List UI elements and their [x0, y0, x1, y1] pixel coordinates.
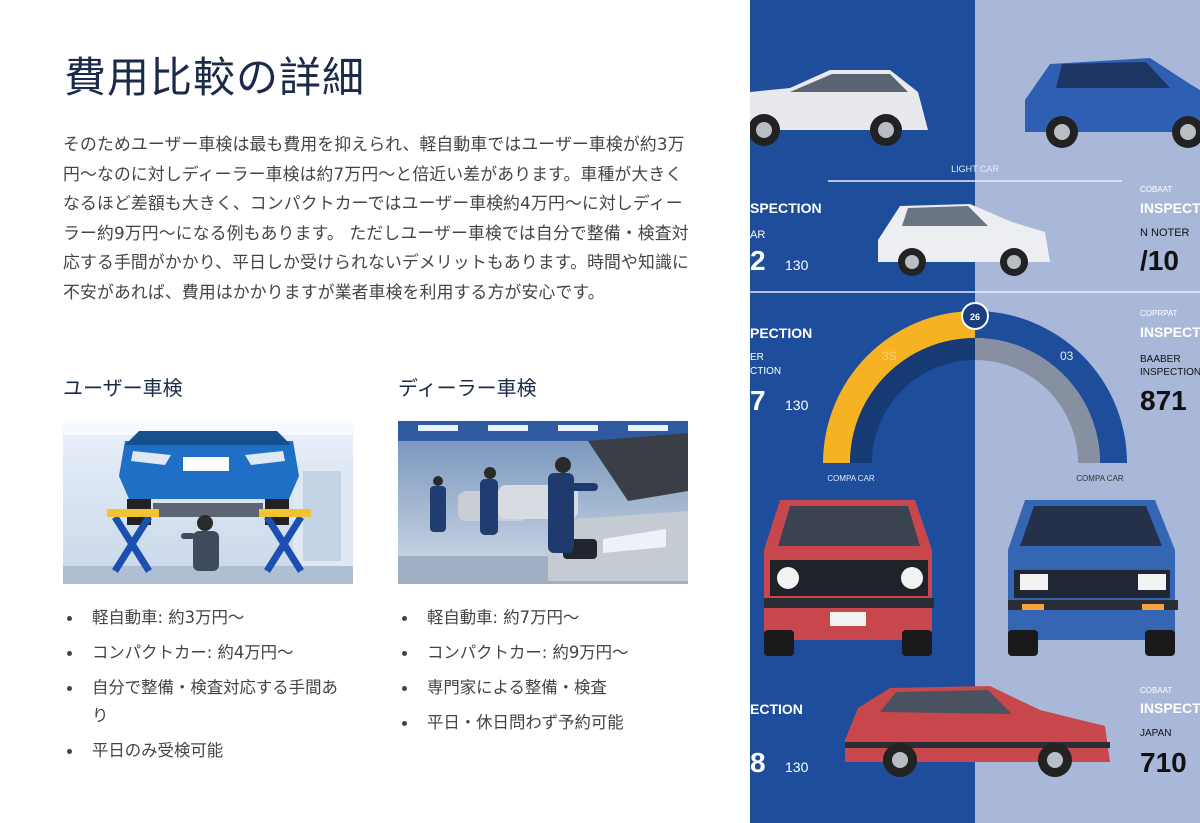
- row2-left-sub2: CTION: [750, 366, 781, 377]
- list-item: 専門家による整備・検査: [398, 674, 688, 702]
- list-item: 平日のみ受検可能: [63, 737, 353, 765]
- list-item: コンパクトカー: 約4万円〜: [63, 639, 353, 667]
- dealer-inspection-photo: [398, 421, 688, 584]
- row1-right-sub: N NOTER: [1140, 227, 1190, 239]
- row1-left-label: SPECTION: [750, 200, 822, 216]
- list-item: 平日・休日問わず予約可能: [398, 709, 688, 737]
- list-item: 軽自動車: 約7万円〜: [398, 604, 688, 632]
- row2-right-top: COPRPAT: [1140, 309, 1178, 318]
- gauge-left-value: 3S: [882, 349, 897, 363]
- row1-right-big: /10: [1140, 245, 1179, 276]
- user-inspection-photo: [63, 421, 353, 584]
- light-car-label: LIGHT CAR: [951, 164, 999, 174]
- dealer-inspection-list: 軽自動車: 約7万円〜 コンパクトカー: 約9万円〜 専門家による整備・検査 平…: [398, 604, 688, 744]
- dealer-inspection-column: ディーラー車検: [398, 372, 698, 732]
- hatchback-car-blue: [1025, 58, 1200, 148]
- user-inspection-heading: ユーザー車検: [63, 376, 183, 400]
- hatchback-car-gray: [750, 70, 928, 146]
- row2-right-big: 871: [1140, 385, 1187, 416]
- row1-left-big: 2: [750, 245, 766, 276]
- gauge-chart: [823, 302, 1127, 463]
- hatchback-car-white: [875, 190, 1075, 278]
- body-paragraph: そのためユーザー車検は最も費用を抑えられ、軽自動車ではユーザー車検が約3万円〜な…: [63, 134, 689, 302]
- row3-right-top: COBAAT: [1140, 686, 1172, 695]
- row2-right-label: INSPECTI: [1140, 324, 1200, 340]
- gauge-right-value: 03: [1060, 349, 1074, 363]
- row2-left-small: 130: [785, 397, 809, 413]
- sedan-car-red: [845, 686, 1110, 777]
- row2-left-label: PECTION: [750, 325, 812, 341]
- page-title: 費用比較の詳細: [64, 53, 366, 102]
- row3-right-big: 710: [1140, 747, 1187, 778]
- gauge-badge: 26: [970, 312, 980, 322]
- content-panel: 費用比較の詳細 そのためユーザー車検は最も費用を抑えられ、軽自動車ではユーザー車…: [63, 53, 698, 760]
- row1-right-label: INSPECTI: [1140, 200, 1200, 216]
- row3-right-sub: JAPAN: [1140, 728, 1172, 739]
- row3-right-label: INSPECTI: [1140, 700, 1200, 716]
- infographic-image: LIGHT CAR SPECTION AR 2 130 COBAAT INSPE…: [750, 0, 1200, 823]
- list-item: 軽自動車: 約3万円〜: [63, 604, 353, 632]
- compact-car-left-label: COMPA CAR: [827, 474, 875, 483]
- row2-right-sub2: INSPECTION: [1140, 367, 1200, 378]
- row2-left-sub1: ER: [750, 352, 764, 363]
- compact-car-right-label: COMPA CAR: [1076, 474, 1124, 483]
- row3-left-big: 8: [750, 747, 766, 778]
- row1-right-top: COBAAT: [1140, 185, 1172, 194]
- user-inspection-list: 軽自動車: 約3万円〜 コンパクトカー: 約4万円〜 自分で整備・検査対応する手…: [63, 604, 353, 772]
- row1-left-sub: AR: [750, 229, 765, 241]
- row1-left-small: 130: [785, 257, 809, 273]
- row3-left-label: ECTION: [750, 701, 803, 717]
- row2-right-sub1: BAABER: [1140, 354, 1181, 365]
- list-item: コンパクトカー: 約9万円〜: [398, 639, 688, 667]
- row2-left-big: 7: [750, 385, 766, 416]
- dealer-inspection-heading: ディーラー車検: [398, 376, 537, 400]
- compact-car-blue: [1008, 500, 1178, 656]
- list-item: 自分で整備・検査対応する手間あり: [63, 674, 353, 730]
- row3-left-small: 130: [785, 759, 809, 775]
- user-inspection-column: ユーザー車検: [63, 372, 363, 760]
- compact-car-red: [764, 500, 934, 656]
